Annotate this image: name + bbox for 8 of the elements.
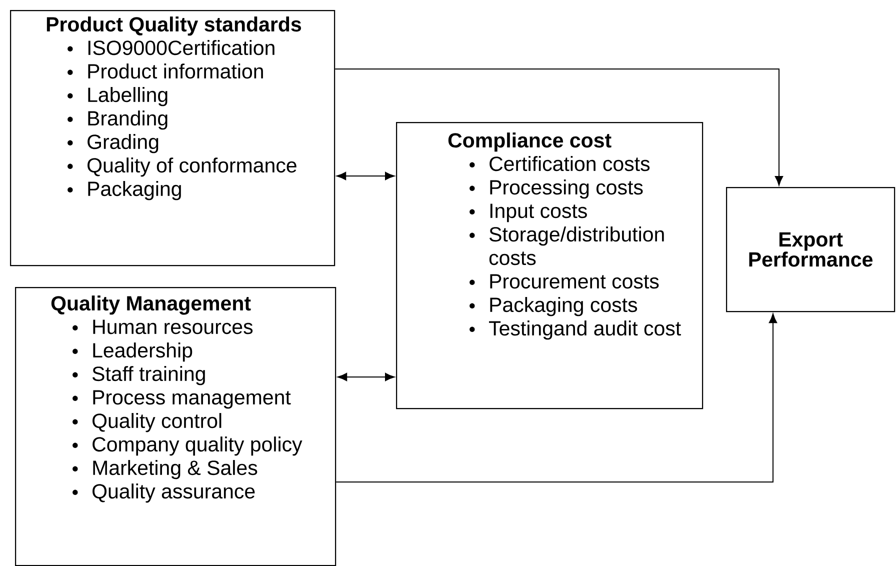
arrow xyxy=(336,314,778,482)
process-box: Export Performance xyxy=(726,186,896,312)
text-box: Product Quality standards ISO9000Certification Product information Labelling Branding Grading Quality of conformance Packaging xyxy=(10,10,336,266)
arrow xyxy=(338,372,395,382)
text-box: Compliance cost Certification costs Processing costs Input costs Storage/distribution costs Procurement costs Packaging costs Testingand audit cost xyxy=(396,122,704,410)
text-box: Quality Management Human resources Leadership Staff training Process management Quality control Company quality policy Marketing & Sales Quality assurance xyxy=(15,286,336,566)
arrow xyxy=(336,172,395,180)
arrow xyxy=(334,68,784,186)
